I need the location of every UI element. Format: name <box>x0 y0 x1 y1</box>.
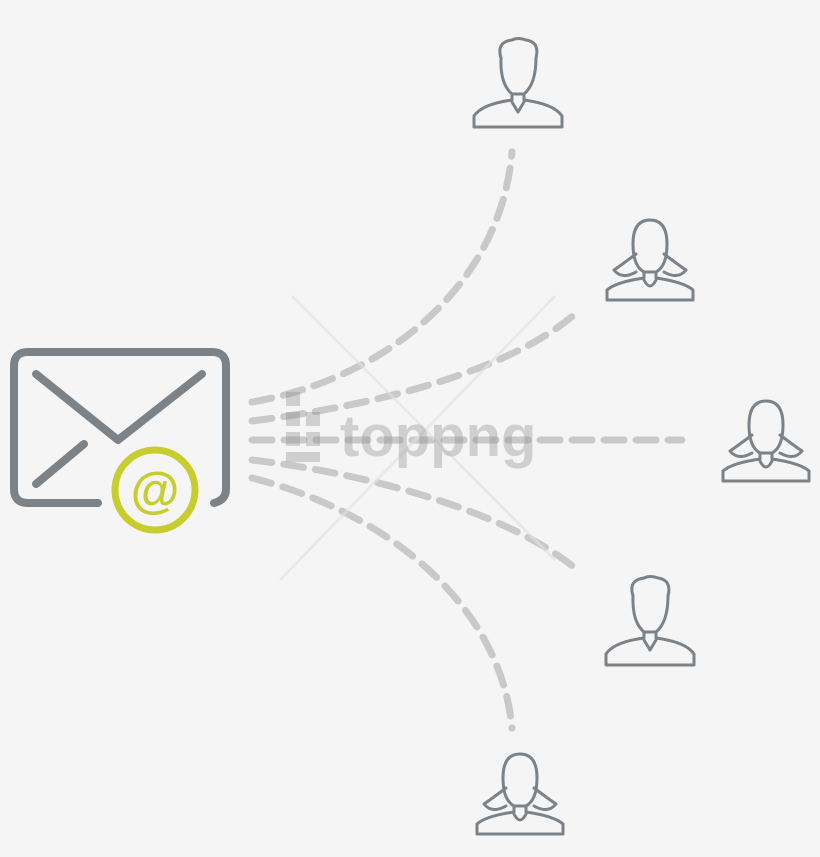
watermark-text: toppng <box>340 404 536 469</box>
male-user-icon <box>604 575 696 667</box>
at-sign-text: @ <box>131 462 180 518</box>
watermark: toppng <box>278 294 557 582</box>
female-user-icon <box>475 752 565 836</box>
connector-lines <box>248 148 686 732</box>
connector-line-2 <box>248 310 579 425</box>
connector-line-4 <box>248 456 579 572</box>
male-user-icon <box>472 37 564 129</box>
connector-line-1 <box>248 148 516 406</box>
female-user-icon <box>605 218 695 302</box>
connector-line-5 <box>248 474 516 732</box>
female-user-icon <box>721 399 811 483</box>
email-envelope-icon <box>10 348 230 507</box>
at-sign-icon: @ <box>111 446 199 534</box>
